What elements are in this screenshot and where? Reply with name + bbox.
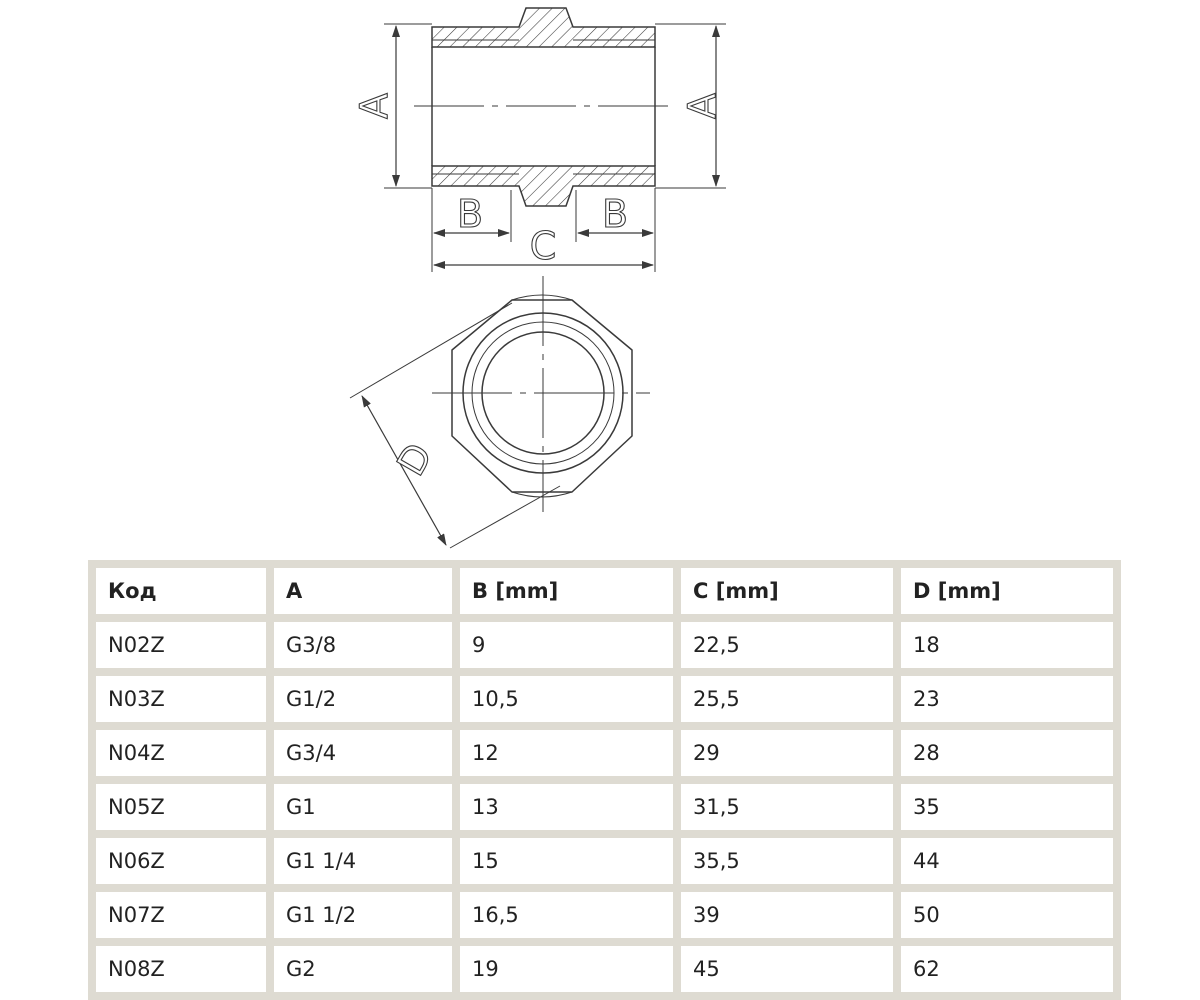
header-a: A	[270, 564, 456, 618]
label-a-right: A	[680, 93, 724, 119]
cell-code: N08Z	[92, 942, 270, 996]
hex-end-view	[349, 276, 650, 549]
header-c: C [mm]	[677, 564, 897, 618]
cell-d: 50	[897, 888, 1117, 942]
header-d: D [mm]	[897, 564, 1117, 618]
cell-c: 25,5	[677, 672, 897, 726]
table-row: N05Z G1 13 31,5 35	[92, 780, 1117, 834]
cell-a: G1 1/2	[270, 888, 456, 942]
header-b: B [mm]	[456, 564, 677, 618]
cell-a: G3/4	[270, 726, 456, 780]
cell-b: 19	[456, 942, 677, 996]
cell-d: 18	[897, 618, 1117, 672]
table-row: N04Z G3/4 12 29 28	[92, 726, 1117, 780]
cell-d: 35	[897, 780, 1117, 834]
hex-outline	[451, 299, 633, 493]
spec-table-container: Код A B [mm] C [mm] D [mm] N02Z G3/8 9 2…	[88, 560, 1121, 1000]
cell-a: G1 1/4	[270, 834, 456, 888]
table-header-row: Код A B [mm] C [mm] D [mm]	[92, 564, 1117, 618]
upper-wall-section	[431, 7, 656, 48]
cell-a: G1/2	[270, 672, 456, 726]
cell-c: 35,5	[677, 834, 897, 888]
cell-code: N06Z	[92, 834, 270, 888]
cell-c: 39	[677, 888, 897, 942]
header-code: Код	[92, 564, 270, 618]
cell-d: 44	[897, 834, 1117, 888]
spec-table: Код A B [mm] C [mm] D [mm] N02Z G3/8 9 2…	[88, 560, 1121, 1000]
table-row: N08Z G2 19 45 62	[92, 942, 1117, 996]
cell-b: 13	[456, 780, 677, 834]
cell-d: 62	[897, 942, 1117, 996]
table-row: N03Z G1/2 10,5 25,5 23	[92, 672, 1117, 726]
label-b-right: B	[602, 192, 628, 236]
cell-b: 15	[456, 834, 677, 888]
cell-c: 45	[677, 942, 897, 996]
cell-c: 22,5	[677, 618, 897, 672]
cell-d: 28	[897, 726, 1117, 780]
cell-a: G1	[270, 780, 456, 834]
lower-wall-section	[431, 165, 656, 207]
table-row: N02Z G3/8 9 22,5 18	[92, 618, 1117, 672]
cell-code: N07Z	[92, 888, 270, 942]
cell-d: 23	[897, 672, 1117, 726]
cell-code: N04Z	[92, 726, 270, 780]
table-row: N07Z G1 1/2 16,5 39 50	[92, 888, 1117, 942]
cell-b: 10,5	[456, 672, 677, 726]
cell-b: 9	[456, 618, 677, 672]
cell-a: G3/8	[270, 618, 456, 672]
cell-c: 31,5	[677, 780, 897, 834]
table-row: N06Z G1 1/4 15 35,5 44	[92, 834, 1117, 888]
label-d: D	[388, 436, 441, 483]
label-a-left: A	[352, 93, 396, 119]
cell-a: G2	[270, 942, 456, 996]
cell-b: 12	[456, 726, 677, 780]
cell-code: N03Z	[92, 672, 270, 726]
cell-b: 16,5	[456, 888, 677, 942]
side-section-view	[384, 7, 726, 272]
dimension-d	[361, 395, 447, 546]
label-b-left: B	[457, 192, 483, 236]
cell-code: N05Z	[92, 780, 270, 834]
nipple-technical-drawing: A A B B C D	[349, 7, 726, 549]
cell-code: N02Z	[92, 618, 270, 672]
label-c: C	[530, 224, 557, 268]
cell-c: 29	[677, 726, 897, 780]
